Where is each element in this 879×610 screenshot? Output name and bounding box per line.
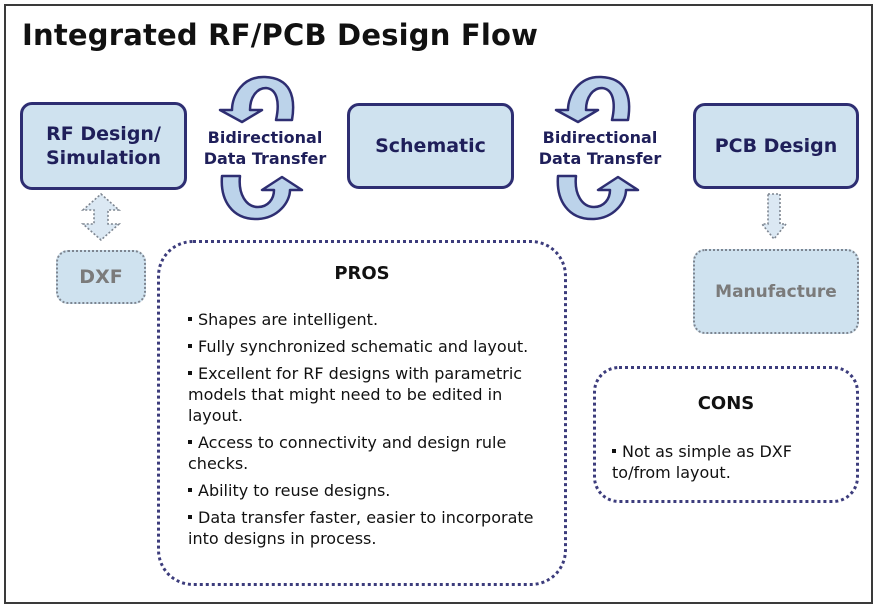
pros-item: Ability to reuse designs. <box>188 480 548 501</box>
curved-arrow-top-2-icon <box>554 75 631 124</box>
transfer-label-1-line1: Bidirectional <box>207 128 323 147</box>
down-arrow-pcb-manufacture-icon <box>760 193 788 241</box>
curved-arrow-bottom-2-icon <box>556 174 640 221</box>
transfer-label-1: Bidirectional Data Transfer <box>190 127 340 169</box>
manufacture-node: Manufacture <box>693 249 859 334</box>
pcb-design-label: PCB Design <box>714 135 838 157</box>
bullet-icon <box>188 316 192 321</box>
pros-title: PROS <box>334 263 390 284</box>
cons-title: CONS <box>697 393 755 414</box>
pros-item: Data transfer faster, easier to incorpor… <box>188 508 534 548</box>
bullet-icon <box>188 514 192 519</box>
rf-design-label-line2: Simulation <box>45 147 162 169</box>
pros-item: Shapes are intelligent. <box>188 309 548 330</box>
pros-item: Access to connectivity and design rule c… <box>188 433 507 473</box>
pros-panel: PROS Shapes are intelligent. Fully synch… <box>157 240 567 586</box>
bullet-icon <box>188 343 192 348</box>
bullet-icon <box>612 448 616 453</box>
double-arrow-rf-dxf-icon <box>80 192 122 242</box>
pcb-design-node: PCB Design <box>693 103 859 189</box>
transfer-label-2: Bidirectional Data Transfer <box>525 127 675 169</box>
bullet-icon <box>188 487 192 492</box>
rf-design-simulation-node: RF Design/ Simulation <box>20 102 187 190</box>
curved-arrow-bottom-1-icon <box>220 174 304 221</box>
schematic-node: Schematic <box>347 103 514 189</box>
transfer-label-2-line1: Bidirectional <box>542 128 658 147</box>
bullet-icon <box>188 439 192 444</box>
bullet-icon <box>188 370 192 375</box>
diagram-title: Integrated RF/PCB Design Flow <box>22 18 539 52</box>
pros-item: Fully synchronized schematic and layout. <box>188 336 548 357</box>
curved-arrow-top-1-icon <box>218 75 295 124</box>
rf-design-label-line1: RF Design/ <box>46 123 161 145</box>
schematic-label: Schematic <box>375 135 486 157</box>
pros-item: Excellent for RF designs with parametric… <box>188 364 523 425</box>
cons-panel: CONS Not as simple as DXF to/from layout… <box>593 366 859 503</box>
transfer-label-1-line2: Data Transfer <box>203 149 327 168</box>
pros-list: Shapes are intelligent. Fully synchroniz… <box>188 309 548 555</box>
cons-list: Not as simple as DXF to/from layout. <box>612 441 812 489</box>
transfer-label-2-line2: Data Transfer <box>538 149 662 168</box>
dxf-node: DXF <box>56 250 146 304</box>
manufacture-label: Manufacture <box>715 281 837 302</box>
dxf-label: DXF <box>79 266 123 288</box>
cons-item: Not as simple as DXF to/from layout. <box>612 442 792 482</box>
